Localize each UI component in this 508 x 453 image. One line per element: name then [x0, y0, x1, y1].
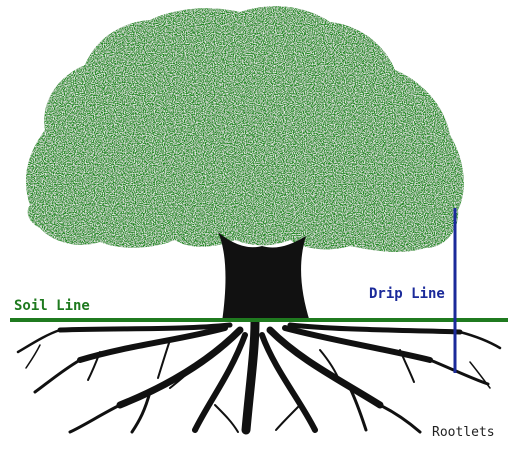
rootlets-label: Rootlets	[432, 426, 495, 439]
tree-roots	[18, 322, 500, 432]
tree-trunk	[218, 232, 310, 322]
tree-canopy	[26, 6, 464, 252]
soil-line-label: Soil Line	[14, 299, 90, 313]
drip-line-label: Drip Line	[369, 287, 445, 301]
